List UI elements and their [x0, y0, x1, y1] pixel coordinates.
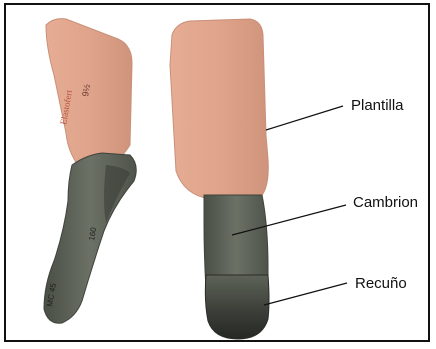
right-insole — [170, 19, 269, 339]
right-insole-heel — [205, 275, 269, 339]
label-plantilla: Plantilla — [351, 97, 404, 114]
label-recuno: Recuño — [355, 275, 407, 292]
right-insole-leather — [170, 19, 268, 199]
insole-photo: Elastofert 9½ MC 45 160 — [6, 5, 432, 344]
left-insole-shank-shadow — [104, 165, 130, 223]
leader-line-plantilla — [266, 106, 343, 130]
label-cambrion: Cambrion — [353, 194, 418, 211]
leader-line-recuno — [264, 283, 347, 305]
left-insole: Elastofert 9½ MC 45 160 — [44, 19, 136, 324]
image-frame: Elastofert 9½ MC 45 160 Plantilla Cambri… — [4, 3, 430, 342]
